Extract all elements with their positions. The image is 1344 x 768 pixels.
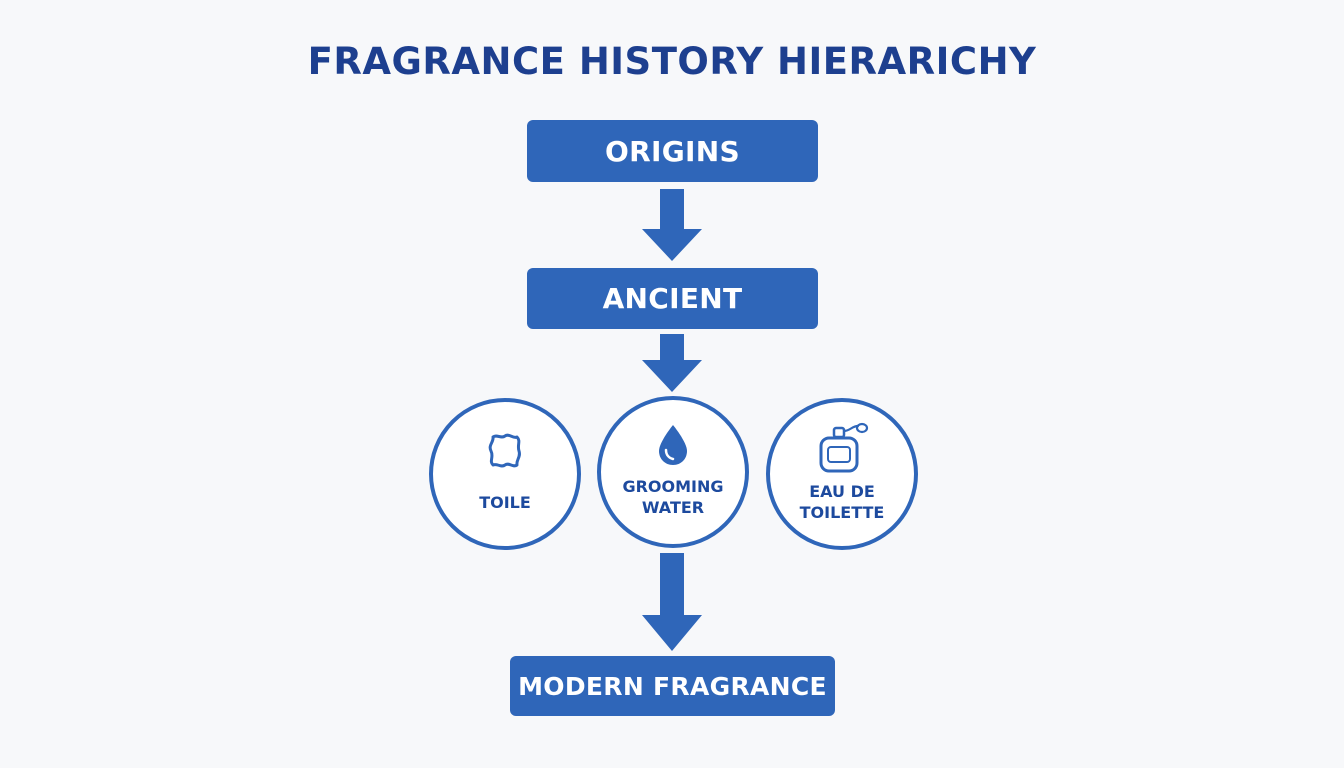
diagram-title: FRAGRANCE HISTORY HIERARICHY	[307, 40, 1037, 83]
origins-label: ORIGINS	[605, 134, 740, 168]
toile-label: TOILE	[479, 493, 531, 512]
modern-fragrance-label: MODERN FRAGRANCE	[518, 671, 827, 701]
ancient-node: ANCIENT	[527, 268, 818, 329]
origins-node: ORIGINS	[527, 120, 818, 182]
eau-de-toilette-circle: EAU DE TOILETTE	[766, 398, 918, 550]
arrow-down-icon	[642, 334, 702, 392]
grooming-water-label: GROOMING WATER	[622, 477, 724, 517]
modern-fragrance-node: MODERN FRAGRANCE	[510, 656, 835, 716]
arrow-down-icon	[642, 189, 702, 261]
perfume-bottle-icon	[819, 422, 869, 473]
grooming-water-circle: GROOMING WATER	[597, 396, 749, 548]
water-drop-icon	[659, 425, 687, 465]
arrow-down-icon	[642, 553, 702, 651]
toile-circle: TOILE	[429, 398, 581, 550]
eau-de-toilette-label: EAU DE TOILETTE	[799, 482, 885, 522]
cloth-icon	[488, 433, 521, 468]
ancient-label: ANCIENT	[602, 282, 743, 315]
